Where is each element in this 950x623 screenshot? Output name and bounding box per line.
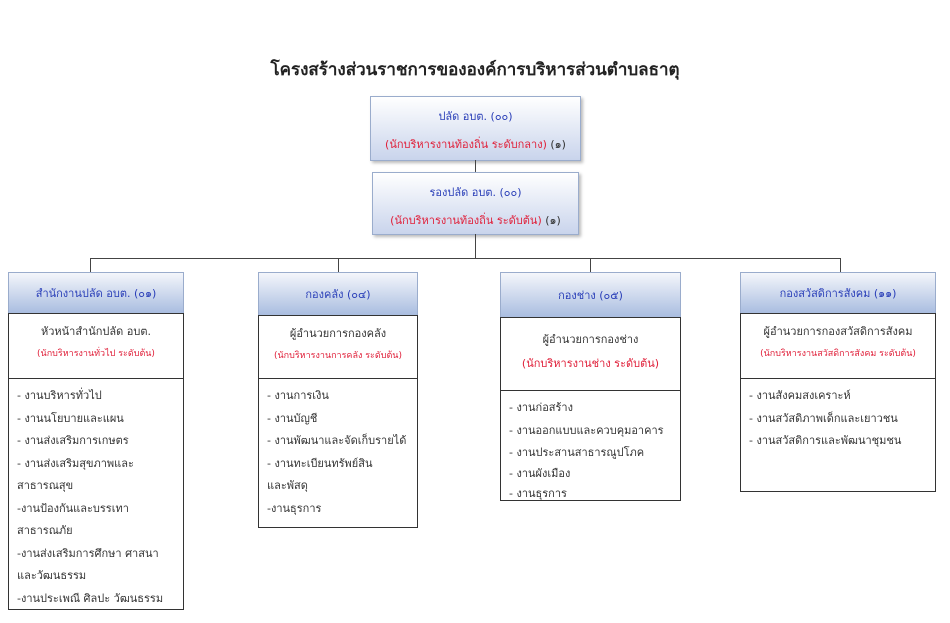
task-item: - งานประสานสาธารณูปโภค	[509, 446, 645, 459]
division-head-role: (นักบริหารงานช่าง ระดับต้น)	[521, 357, 660, 370]
position-count: (๑)	[550, 138, 566, 151]
division-header: สำนักงานปลัด อบต. (๐๑)	[8, 272, 184, 314]
task-item: - งานพัฒนาและจัดเก็บรายได้	[267, 434, 407, 447]
task-item: - งานสวัสดิการและพัฒนาชุมชน	[749, 434, 902, 447]
task-list: - งานก่อสร้าง - งานออกแบบและควบคุมอาคาร …	[501, 391, 680, 505]
connector	[90, 258, 840, 259]
division-header: กองสวัสดิการสังคม (๑๑)	[740, 272, 936, 314]
task-item: สาธารณภัย	[17, 524, 73, 537]
task-list: - งานสังคมสงเคราะห์ - งานสวัสดิภาพเด็กแล…	[741, 379, 935, 453]
task-item: - งานทะเบียนทรัพย์สิน	[267, 456, 373, 470]
connector	[475, 234, 476, 258]
division-body: หัวหน้าสำนักปลัด อบต. (นักบริหารงานทั่วไป…	[8, 313, 184, 610]
position-role: (นักบริหารงานท้องถิ่น ระดับต้น)	[390, 214, 542, 227]
task-item: - งานสวัสดิภาพเด็กและเยาวชน	[749, 411, 898, 425]
task-item: และพัสดุ	[267, 479, 308, 492]
chart-title: โครงสร้างส่วนราชการขององค์การบริหารส่วนต…	[270, 60, 680, 80]
task-item: - งานนโยบายและแผน	[17, 411, 124, 425]
division-head: ผู้อำนวยการกองคลัง	[289, 327, 387, 340]
task-item: - งานผังเมือง	[509, 466, 571, 480]
task-item: - งานสังคมสงเคราะห์	[749, 389, 851, 402]
position-name: ปลัด อบต. (๐๐)	[438, 110, 513, 123]
position-count: (๑)	[545, 214, 561, 227]
task-item: -งานส่งเสริมการศึกษา ศาสนา	[17, 546, 159, 560]
division-head-role: (นักบริหารงานการคลัง ระดับต้น)	[274, 351, 402, 361]
deputy-admin-box: รองปลัด อบต. (๐๐) (นักบริหารงานท้องถิ่น …	[372, 172, 579, 235]
task-item: - งานบริหารทั่วไป	[17, 389, 102, 402]
division-body: ผู้อำนวยการกองช่าง (นักบริหารงานช่าง ระดั…	[500, 317, 681, 501]
task-item: - งานบัญชี	[267, 411, 318, 425]
connector	[338, 258, 339, 272]
position-name: รองปลัด อบต. (๐๐)	[429, 186, 522, 199]
task-list: - งานบริหารทั่วไป - งานนโยบายและแผน - งา…	[9, 379, 183, 610]
task-item: - งานส่งเสริมการเกษตร	[17, 434, 129, 447]
task-item: - งานก่อสร้าง	[509, 401, 573, 414]
division-head: หัวหน้าสำนักปลัด อบต.	[40, 325, 152, 338]
division-header: กองช่าง (๐๕)	[500, 272, 681, 318]
division-header: กองคลัง (๐๔)	[258, 272, 418, 316]
division-head: ผู้อำนวยการกองสวัสดิการสังคม	[763, 325, 913, 338]
connector	[90, 258, 91, 272]
connector	[475, 160, 476, 172]
task-item: -งานธุรการ	[267, 501, 322, 515]
task-item: - งานการเงิน	[267, 389, 329, 402]
task-item: - งานออกแบบและควบคุมอาคาร	[509, 423, 664, 437]
task-item: - งานธุรการ	[509, 486, 567, 500]
task-item: -งานประเพณี ศิลปะ วัฒนธรรม	[17, 591, 164, 605]
connector	[590, 258, 591, 272]
division-head-role: (นักบริหารงานทั่วไป ระดับต้น)	[37, 349, 155, 359]
division-body: ผู้อำนวยการกองสวัสดิการสังคม (นักบริหารงา…	[740, 313, 936, 492]
division-head-role: (นักบริหารงานสวัสดิการสังคม ระดับต้น)	[760, 349, 916, 359]
connector	[840, 258, 841, 272]
task-item: -งานป้องกันและบรรเทา	[17, 501, 129, 515]
division-head: ผู้อำนวยการกองช่าง	[542, 333, 639, 346]
task-list: - งานการเงิน - งานบัญชี - งานพัฒนาและจัด…	[259, 379, 417, 520]
task-item: - งานส่งเสริมสุขภาพและ	[17, 456, 134, 470]
chief-admin-box: ปลัด อบต. (๐๐) (นักบริหารงานท้องถิ่น ระด…	[370, 96, 581, 161]
position-role: (นักบริหารงานท้องถิ่น ระดับกลาง)	[385, 138, 547, 151]
task-item: และวัฒนธรรม	[17, 569, 87, 582]
task-item: สาธารณสุข	[17, 479, 74, 492]
division-body: ผู้อำนวยการกองคลัง (นักบริหารงานการคลัง ร…	[258, 315, 418, 528]
